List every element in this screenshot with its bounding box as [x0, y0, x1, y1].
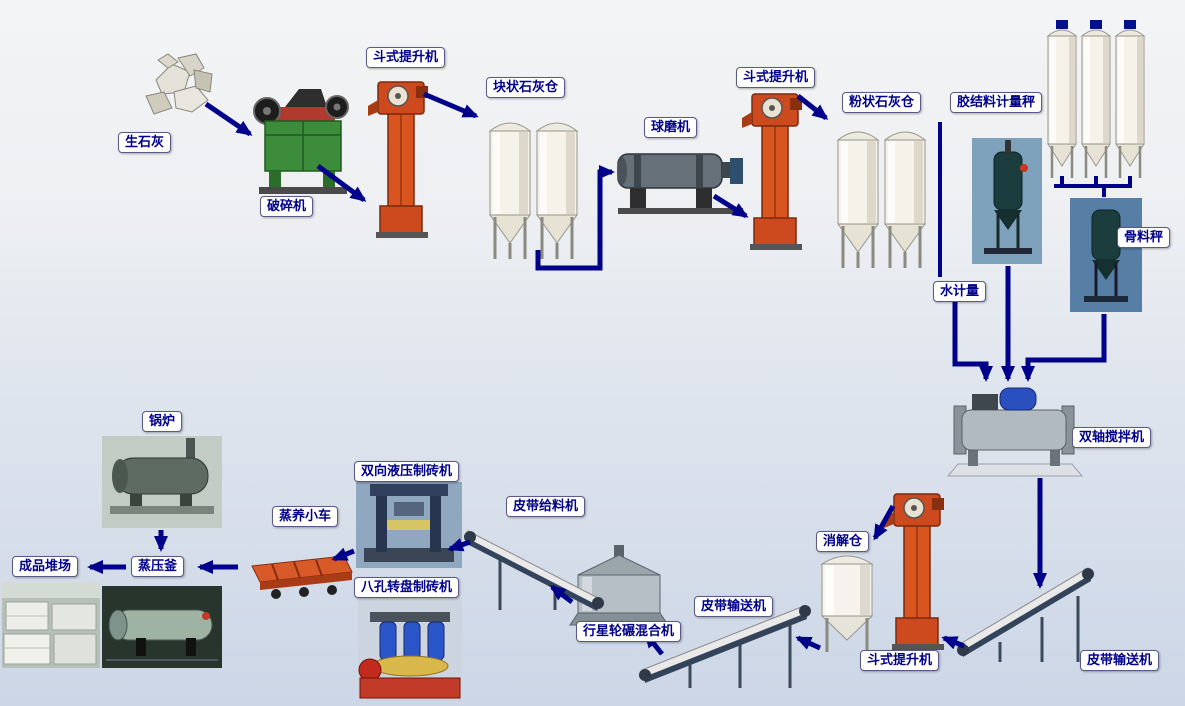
- aggregate-scale-unit: [1070, 198, 1142, 312]
- label-lump-lime-silo: 块状石灰仓: [486, 77, 566, 98]
- flow-arrows: [87, 91, 1132, 656]
- label-belt-feeder: 皮带给料机: [506, 496, 586, 517]
- label-ball-mill: 球磨机: [644, 117, 698, 138]
- bucket-elevator-3-graphic: [883, 493, 945, 651]
- label-binder-scale: 胶结料计量秤: [950, 92, 1043, 113]
- belt-feeder-graphic: [464, 530, 604, 611]
- label-rotary-press: 八孔转盘制砖机: [354, 577, 460, 598]
- binder-scale-unit: [972, 138, 1042, 264]
- label-quicklime: 生石灰: [118, 132, 172, 153]
- hydraulic-brick-press: [356, 482, 462, 568]
- label-belt-conveyor-mid: 皮带输送机: [694, 596, 774, 617]
- twin-shaft-mixer-graphic: [946, 387, 1084, 477]
- jaw-crusher: [253, 89, 349, 194]
- storage-silos: [1046, 18, 1146, 180]
- planetary-mixer-graphic: [569, 545, 669, 626]
- label-steam-cart: 蒸养小车: [272, 506, 339, 527]
- label-bucket-elevator-3: 斗式提升机: [860, 650, 940, 671]
- ball-mill: [617, 153, 743, 214]
- label-autoclave: 蒸压釜: [131, 556, 185, 577]
- steam-cart-graphic: [251, 555, 353, 599]
- label-hydraulic-press: 双向液压制砖机: [354, 461, 460, 482]
- label-planetary-mixer: 行星轮碾混合机: [576, 621, 682, 642]
- label-bucket-elevator-1: 斗式提升机: [366, 47, 446, 68]
- quicklime-rocks: [145, 53, 213, 115]
- label-aggregate-scale: 骨料秤: [1117, 227, 1171, 248]
- product-yard-graphic: [2, 582, 100, 668]
- label-twin-shaft-mixer: 双轴搅拌机: [1072, 427, 1152, 448]
- label-digestion-silo: 消解仓: [816, 531, 870, 552]
- label-crusher: 破碎机: [260, 196, 314, 217]
- autoclave-graphic: [102, 586, 222, 668]
- bucket-elevator-1-graphic: [367, 81, 429, 239]
- label-boiler: 锅炉: [142, 411, 183, 432]
- digestion-silo-graphic: [820, 555, 874, 652]
- label-belt-conveyor-right: 皮带输送机: [1080, 650, 1160, 671]
- boiler-graphic: [102, 436, 222, 528]
- powder-lime-silos: [836, 130, 927, 270]
- rotary-brick-press: [358, 598, 462, 702]
- label-bucket-elevator-2: 斗式提升机: [736, 67, 816, 88]
- label-powder-lime-silo: 粉状石灰仓: [842, 92, 922, 113]
- bucket-elevator-2-graphic: [741, 93, 803, 251]
- lump-lime-silos: [488, 121, 579, 261]
- label-water-meter: 水计量: [933, 281, 987, 302]
- belt-conveyor-right-graphic: [957, 567, 1094, 662]
- belt-conveyor-mid-graphic: [639, 605, 811, 688]
- label-product-yard: 成品堆场: [12, 556, 79, 577]
